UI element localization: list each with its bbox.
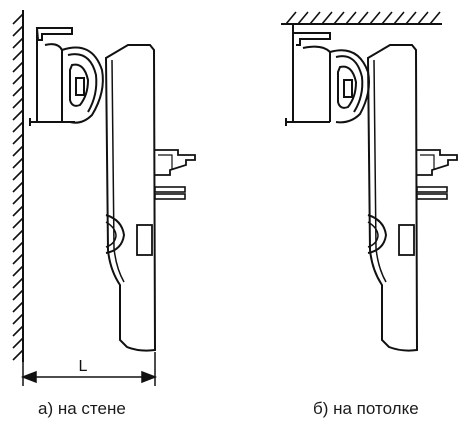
hatch-stroke (12, 229, 24, 241)
wall-hatching (12, 13, 24, 361)
hatch-stroke (12, 157, 24, 169)
hatch-stroke (12, 313, 24, 325)
wall-bracket (29, 27, 104, 126)
hatch-stroke (12, 61, 24, 73)
hatch-stroke (12, 277, 24, 289)
wall-sensor-body (105, 44, 196, 352)
hatch-stroke (12, 49, 24, 61)
ceiling-mount-figure (281, 11, 458, 352)
hatch-stroke (12, 181, 24, 193)
ceiling-sensor-body (367, 44, 458, 352)
hatch-stroke (12, 97, 24, 109)
caption-wall-mount: а) на стене (38, 399, 126, 418)
hatch-stroke (429, 11, 441, 25)
hatch-stroke (381, 11, 393, 25)
hatch-stroke (12, 37, 24, 49)
hatch-stroke (357, 11, 369, 25)
hatch-stroke (12, 325, 24, 337)
hatch-stroke (12, 205, 24, 217)
dimension-label: L (79, 358, 88, 375)
dimension-L (20, 352, 158, 386)
hatch-stroke (405, 11, 417, 25)
ceiling-bracket (285, 24, 370, 126)
hatch-stroke (12, 289, 24, 301)
hatch-stroke (12, 241, 24, 253)
hatch-stroke (285, 11, 297, 25)
hatch-stroke (12, 133, 24, 145)
hatch-stroke (309, 11, 321, 25)
hatch-stroke (321, 11, 333, 25)
hatch-stroke (12, 73, 24, 85)
hatch-stroke (12, 253, 24, 265)
ceiling-hatching (285, 11, 441, 25)
wall-mount-figure: L (12, 10, 196, 386)
hatch-stroke (12, 25, 24, 37)
hatch-stroke (417, 11, 429, 25)
caption-ceiling-mount: б) на потолке (313, 399, 419, 418)
hatch-stroke (12, 193, 24, 205)
hatch-stroke (345, 11, 357, 25)
hatch-stroke (12, 349, 24, 361)
hatch-stroke (12, 145, 24, 157)
hatch-stroke (12, 265, 24, 277)
hatch-stroke (12, 217, 24, 229)
hatch-stroke (297, 11, 309, 25)
hatch-stroke (12, 109, 24, 121)
hatch-stroke (12, 169, 24, 181)
hatch-stroke (393, 11, 405, 25)
hatch-stroke (12, 13, 24, 25)
hatch-stroke (12, 121, 24, 133)
hatch-stroke (12, 301, 24, 313)
hatch-stroke (333, 11, 345, 25)
hatch-stroke (369, 11, 381, 25)
hatch-stroke (12, 85, 24, 97)
hatch-stroke (12, 337, 24, 349)
